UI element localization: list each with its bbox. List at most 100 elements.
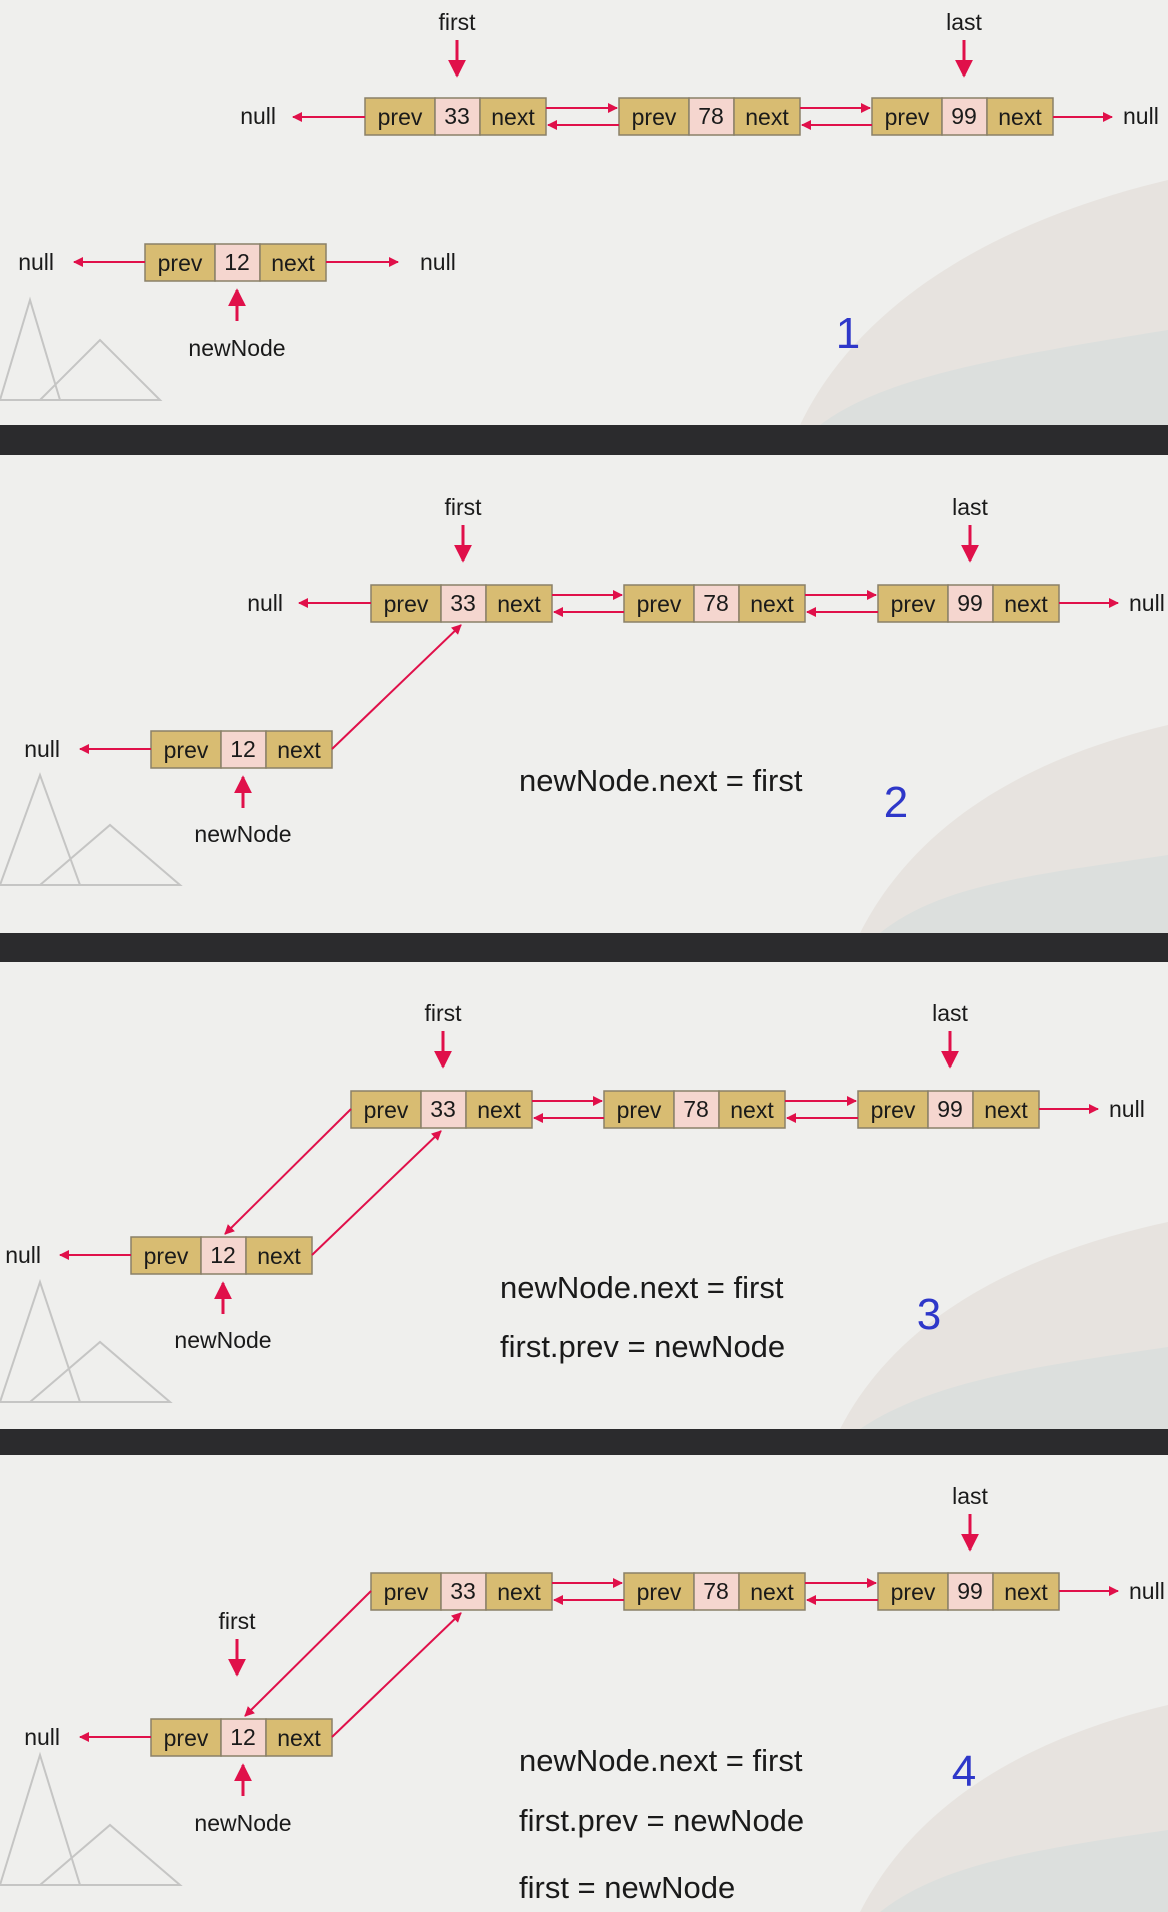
linked-list-main: prev 33 next prev 78 next prev 99 next	[350, 1000, 1145, 1129]
newnode-label: newNode	[188, 335, 285, 361]
last-label: last	[932, 1000, 968, 1026]
node-value: 99	[937, 1096, 963, 1122]
last-label: last	[952, 1483, 988, 1509]
first-label: first	[424, 1000, 462, 1026]
null-label: null	[1109, 1096, 1145, 1122]
prev-label: prev	[164, 737, 209, 763]
step-number: 1	[836, 309, 860, 358]
last-label: last	[952, 494, 988, 520]
prev-label: prev	[891, 1579, 936, 1605]
decorative-mountains	[0, 1222, 1168, 1429]
code-line-2: first.prev = newNode	[500, 1329, 785, 1364]
node-value: 33	[450, 590, 476, 616]
code-line-1: newNode.next = first	[519, 1743, 803, 1778]
prev-label: prev	[637, 1579, 682, 1605]
code-line-2: first.prev = newNode	[519, 1803, 804, 1838]
linked-list-main: prev 33 next prev 78 next prev 99 next	[247, 494, 1165, 623]
next-label: next	[497, 1579, 541, 1605]
node-99: prev 99 next	[877, 584, 1060, 623]
step-4-panel: prev 33 next prev 78 next prev 99 next	[0, 1455, 1168, 1912]
step-number: 3	[917, 1290, 941, 1339]
decorative-mountains	[0, 180, 1168, 425]
newnode-next-link	[331, 624, 462, 750]
step-3-diagram: prev 33 next prev 78 next prev 99 next	[0, 1000, 1168, 1429]
null-label: null	[1129, 590, 1165, 616]
next-label: next	[1004, 1579, 1048, 1605]
step-1-panel: prev 33 next prev 78 next prev 99 next	[0, 0, 1168, 425]
last-label: last	[946, 9, 982, 35]
node-value: 12	[230, 1724, 256, 1750]
null-label: null	[420, 249, 456, 275]
next-label: next	[998, 104, 1042, 130]
node-value: 78	[703, 1578, 729, 1604]
newnode-next-link	[311, 1130, 442, 1256]
next-label: next	[277, 737, 321, 763]
node-value: 99	[957, 1578, 983, 1604]
null-label: null	[24, 736, 60, 762]
node-value: 78	[703, 590, 729, 616]
node-value: 12	[230, 736, 256, 762]
next-label: next	[277, 1725, 321, 1751]
null-label: null	[24, 1724, 60, 1750]
node-33: prev 33 next	[350, 1090, 533, 1129]
next-label: next	[491, 104, 535, 130]
node-99: prev 99 next	[877, 1572, 1060, 1611]
next-label: next	[497, 591, 541, 617]
node-value: 99	[957, 590, 983, 616]
node-12: prev 12 next null newNode	[24, 730, 333, 847]
node-value: 33	[444, 103, 470, 129]
node-value: 33	[450, 1578, 476, 1604]
node-value: 78	[683, 1096, 709, 1122]
first-label: first	[444, 494, 482, 520]
node-78: prev 78 next	[623, 584, 806, 623]
prev-label: prev	[384, 591, 429, 617]
newnode-label: newNode	[194, 821, 291, 847]
prev-label: prev	[632, 104, 677, 130]
node-12: prev 12 next null first newNode	[24, 1608, 333, 1836]
next-label: next	[750, 591, 794, 617]
next-label: next	[271, 250, 315, 276]
node-78: prev 78 next	[603, 1090, 786, 1129]
next-label: next	[984, 1097, 1028, 1123]
node-value: 12	[210, 1242, 236, 1268]
null-label: null	[1123, 103, 1159, 129]
next-label: next	[257, 1243, 301, 1269]
first-prev-link	[224, 1108, 352, 1235]
code-line-1: newNode.next = first	[519, 763, 803, 798]
step-2-diagram: prev 33 next prev 78 next prev 99 next	[0, 494, 1168, 933]
first-prev-link	[244, 1590, 372, 1717]
decorative-mountains	[0, 1705, 1168, 1912]
null-label: null	[5, 1242, 41, 1268]
node-99: prev 99 next	[857, 1090, 1040, 1129]
step-4-diagram: prev 33 next prev 78 next prev 99 next	[0, 1483, 1168, 1912]
code-line-3: first = newNode	[519, 1870, 735, 1905]
node-99: prev 99 next	[871, 97, 1054, 136]
code-line-1: newNode.next = first	[500, 1270, 784, 1305]
newnode-label: newNode	[174, 1327, 271, 1353]
node-12: prev 12 next null null newNode	[18, 243, 456, 361]
prev-label: prev	[384, 1579, 429, 1605]
linked-list-main: prev 33 next prev 78 next prev 99 next	[370, 1483, 1165, 1611]
next-label: next	[1004, 591, 1048, 617]
prev-label: prev	[885, 104, 930, 130]
node-value: 99	[951, 103, 977, 129]
step-number: 4	[952, 1747, 976, 1796]
linked-list-main: prev 33 next prev 78 next prev 99 next	[240, 9, 1159, 136]
node-33: prev 33 next	[370, 1572, 553, 1611]
step-2-panel: prev 33 next prev 78 next prev 99 next	[0, 455, 1168, 933]
newnode-label: newNode	[194, 1810, 291, 1836]
first-label: first	[218, 1608, 256, 1634]
next-label: next	[750, 1579, 794, 1605]
prev-label: prev	[378, 104, 423, 130]
node-78: prev 78 next	[618, 97, 801, 136]
next-label: next	[730, 1097, 774, 1123]
next-label: next	[477, 1097, 521, 1123]
node-33: prev 33 next	[370, 584, 553, 623]
step-number: 2	[884, 778, 908, 827]
node-78: prev 78 next	[623, 1572, 806, 1611]
prev-label: prev	[364, 1097, 409, 1123]
null-label: null	[247, 590, 283, 616]
node-33: prev 33 next	[364, 97, 547, 136]
node-12: prev 12 next null newNode	[5, 1236, 313, 1353]
prev-label: prev	[891, 591, 936, 617]
